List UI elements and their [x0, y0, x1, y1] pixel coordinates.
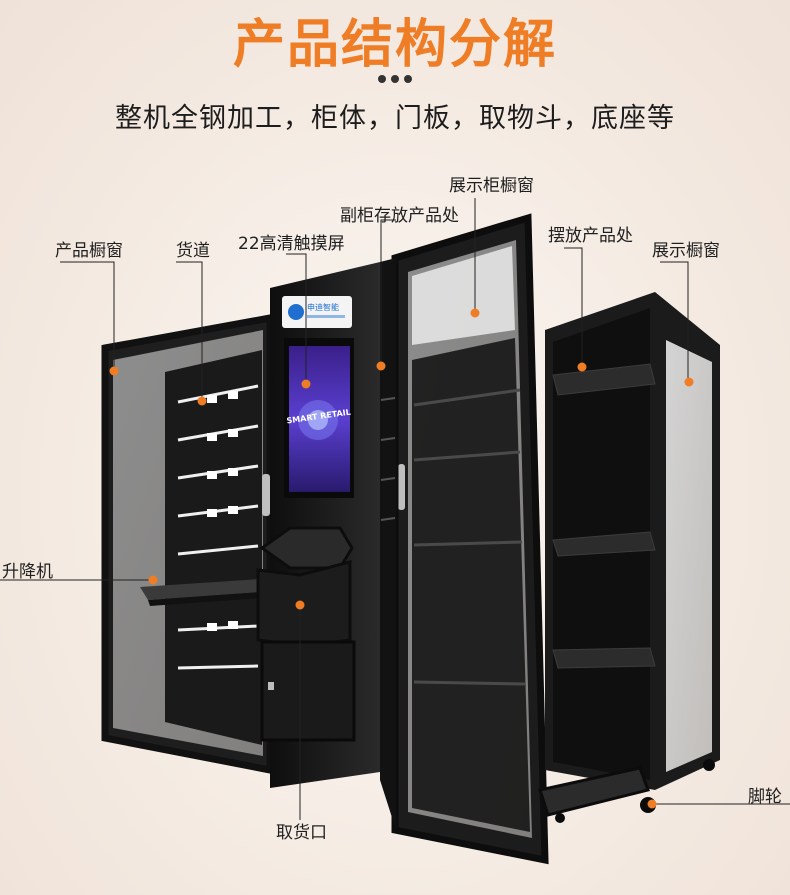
brand-logo-text: 申迪智能 [307, 302, 339, 312]
label-display-cabinet-window: 展示柜橱窗 [449, 176, 534, 196]
page-subtitle: 整机全钢加工，柜体，门板，取物斗，底座等 [115, 103, 675, 134]
left-cabinet [101, 313, 274, 775]
control-panel: 申迪智能 SMART RETAIL [256, 262, 380, 788]
label-placement-area: 摆放产品处 [548, 226, 633, 246]
right-cabinet [538, 292, 720, 823]
page-title: 产品结构分解 [232, 15, 557, 75]
label-caster: 脚轮 [748, 787, 782, 807]
callout-markers [109, 308, 694, 809]
leader-lines [0, 198, 790, 820]
title-divider-dots [378, 75, 412, 83]
label-sub-cabinet: 副柜存放产品处 [340, 206, 459, 226]
label-cargo-lane: 货道 [176, 241, 210, 261]
label-display-window: 展示橱窗 [652, 241, 720, 261]
open-door [391, 213, 549, 865]
label-pickup-port: 取货口 [276, 823, 327, 843]
label-touchscreen: 22高清触摸屏 [238, 234, 345, 254]
label-elevator: 升降机 [2, 562, 53, 582]
sub-cabinet [380, 258, 396, 830]
label-product-window: 产品橱窗 [55, 241, 123, 261]
